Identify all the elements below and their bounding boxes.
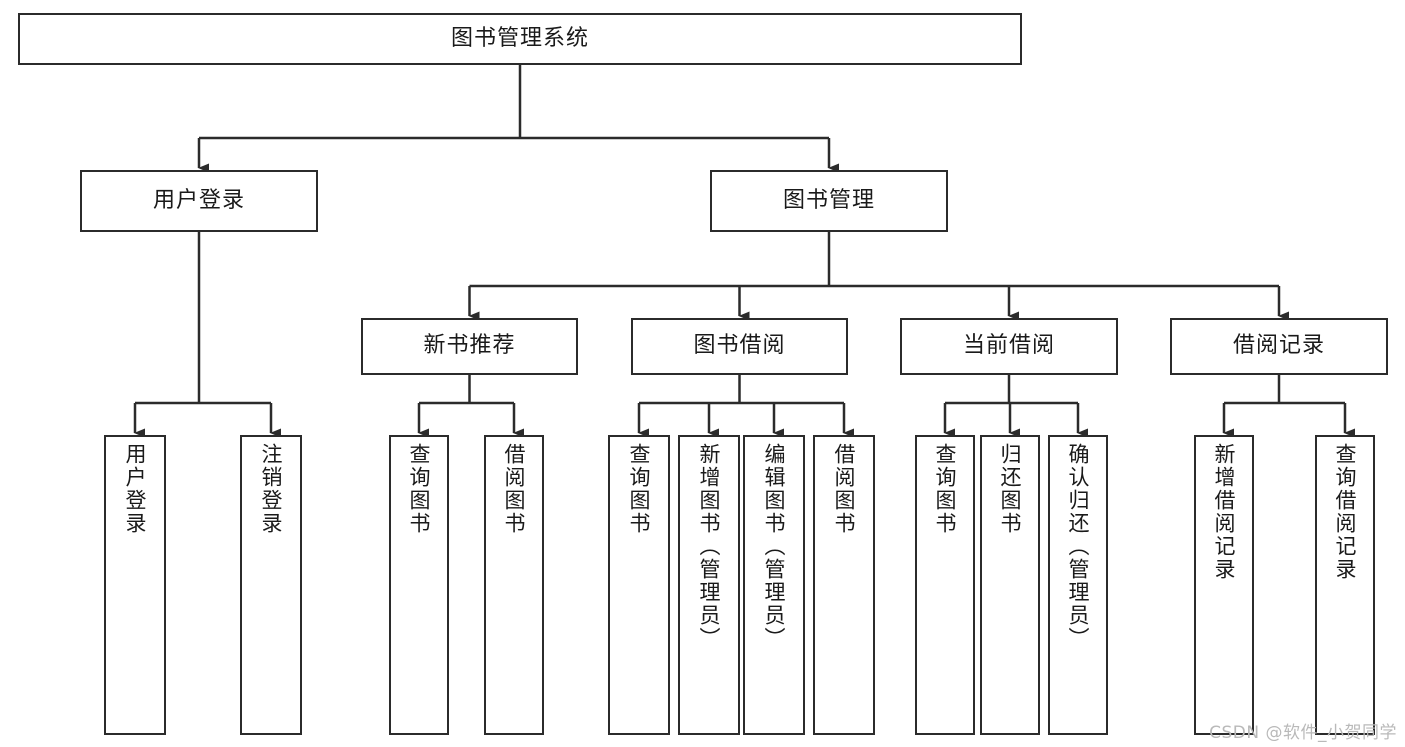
node-leaf-confirm-return[interactable]: 确认归还（管理员） (1048, 435, 1108, 735)
node-leaf-edit-book[interactable]: 编辑图书（管理员） (743, 435, 805, 735)
node-label: 查询图书 (933, 443, 958, 535)
node-label: 用户登录 (123, 443, 148, 535)
node-label: 查询借阅记录 (1333, 443, 1358, 581)
node-label: 图书借阅 (693, 333, 786, 359)
node-borrow-record[interactable]: 借阅记录 (1170, 318, 1388, 375)
node-leaf-user-login[interactable]: 用户登录 (104, 435, 166, 735)
node-leaf-query-book-b[interactable]: 查询图书 (608, 435, 670, 735)
node-leaf-borrow-book-b[interactable]: 借阅图书 (813, 435, 875, 735)
node-current-borrow[interactable]: 当前借阅 (900, 318, 1118, 375)
node-label: 编辑图书（管理员） (762, 443, 787, 650)
node-label: 图书管理 (782, 187, 875, 213)
node-label: 新增图书（管理员） (697, 443, 722, 650)
node-label: 注销登录 (259, 443, 284, 535)
node-label: 新书推荐 (423, 333, 516, 359)
node-leaf-borrow-book-a[interactable]: 借阅图书 (484, 435, 544, 735)
node-root[interactable]: 图书管理系统 (18, 13, 1022, 65)
node-label: 借阅图书 (502, 443, 527, 535)
node-label: 图书管理系统 (450, 25, 589, 51)
node-book-borrow[interactable]: 图书借阅 (631, 318, 848, 375)
node-label: 借阅图书 (832, 443, 857, 535)
node-new-book-rec[interactable]: 新书推荐 (361, 318, 578, 375)
node-label: 归还图书 (998, 443, 1023, 535)
node-leaf-logout-login[interactable]: 注销登录 (240, 435, 302, 735)
node-label: 确认归还（管理员） (1066, 443, 1091, 650)
node-user-login[interactable]: 用户登录 (80, 170, 318, 232)
node-label: 当前借阅 (962, 333, 1055, 359)
node-leaf-add-record[interactable]: 新增借阅记录 (1194, 435, 1254, 735)
node-leaf-add-book[interactable]: 新增图书（管理员） (678, 435, 740, 735)
node-label: 查询图书 (407, 443, 432, 535)
node-label: 用户登录 (152, 187, 245, 213)
watermark: CSDN @软件_小贺同学 (1209, 723, 1397, 743)
node-leaf-query-record[interactable]: 查询借阅记录 (1315, 435, 1375, 735)
node-leaf-return-book[interactable]: 归还图书 (980, 435, 1040, 735)
node-label: 查询图书 (627, 443, 652, 535)
node-label: 借阅记录 (1232, 333, 1325, 359)
node-book-manage[interactable]: 图书管理 (710, 170, 948, 232)
node-leaf-query-book-a[interactable]: 查询图书 (389, 435, 449, 735)
node-label: 新增借阅记录 (1212, 443, 1237, 581)
node-leaf-query-book-c[interactable]: 查询图书 (915, 435, 975, 735)
